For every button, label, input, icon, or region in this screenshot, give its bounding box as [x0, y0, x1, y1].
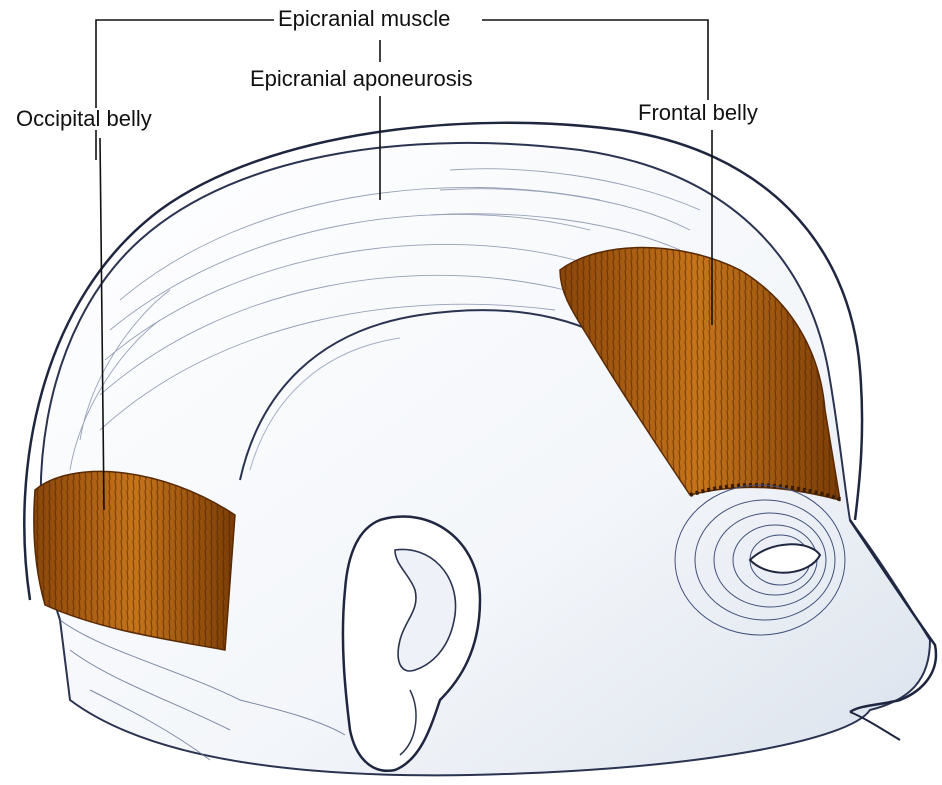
label-frontal-belly: Frontal belly — [634, 102, 762, 124]
label-epicranial-muscle: Epicranial muscle — [274, 8, 454, 30]
label-epicranial-aponeurosis: Epicranial aponeurosis — [246, 68, 477, 90]
epicranial-muscle-bracket — [96, 20, 276, 160]
label-occipital-belly: Occipital belly — [12, 108, 156, 130]
